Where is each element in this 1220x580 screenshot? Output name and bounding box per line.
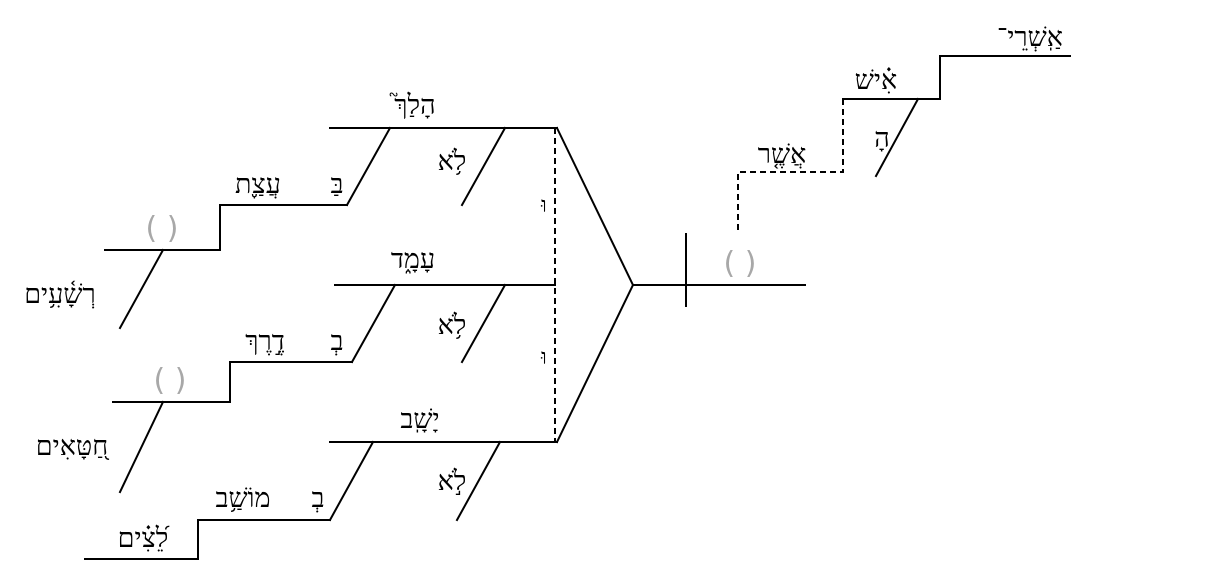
conj-vav-1: וּ — [540, 193, 547, 218]
word-halakh: הָלַךְ֮ — [389, 90, 435, 121]
word-lo-3: לֹ֣א — [438, 466, 467, 497]
ashrei-group: אַֽשְׁרֵי־ אִ֗ישׁ הָ אֲשֶׁ֤ר — [737, 22, 1071, 232]
phrase2-slant — [350, 283, 397, 364]
phrase1-slant — [345, 126, 392, 207]
word-moshav: מוֹשַׁ֥ב — [215, 483, 270, 514]
word-chataim: חַ֭טָּאִים — [36, 431, 110, 462]
word-be-3: בְ — [311, 483, 324, 514]
ha-modifier-line — [874, 97, 920, 178]
lo2-modifier-line — [460, 283, 507, 364]
word-lo-2: לֹ֥א — [438, 310, 467, 341]
phrase2-object-slant — [118, 400, 165, 494]
relative-connector — [737, 99, 844, 232]
placeholder-subject: ( ) — [724, 246, 757, 281]
phrase1-step — [104, 204, 348, 251]
word-asher: אֲשֶׁ֤ר — [758, 139, 807, 170]
branch-amad: עָמָ֑ד לֹ֥א דֶ֣רֶךְ בְ ( ) חַ֭טָּאִים — [36, 244, 556, 494]
fork-lower — [555, 283, 635, 444]
word-be-2: בְ — [330, 326, 343, 357]
phrase1-object-slant — [118, 248, 165, 330]
branch-yashav: יָשָֽׁב לֹ֣א מוֹשַׁ֥ב בְ לֵ֝צִ֗ים — [84, 404, 558, 560]
branch-halakh: הָלַךְ֮ לֹ֥א עֲצַ֪ת בַּ ( ) רְשָׁ֫עִ֥ים — [24, 90, 558, 330]
word-derekh: דֶ֣רֶךְ — [245, 326, 285, 357]
word-yashav: יָשָֽׁב — [400, 404, 439, 435]
phrase3-step — [84, 519, 331, 560]
phrase3-slant — [328, 440, 375, 522]
phrase2-step — [112, 361, 353, 403]
word-amad: עָמָ֑ד — [391, 244, 435, 275]
lo1-modifier-line — [460, 126, 507, 207]
word-ashrei: אַֽשְׁרֵי־ — [997, 22, 1063, 53]
fork-upper — [555, 126, 635, 287]
placeholder-mod-2: ( ) — [154, 363, 187, 398]
word-atsat: עֲצַ֪ת — [235, 169, 281, 200]
word-ba: בַּ — [330, 169, 343, 200]
main-clause: ( ) וּ וּ — [540, 126, 806, 444]
lo3-modifier-line — [455, 440, 502, 522]
conj-vav-2: וּ — [540, 345, 547, 370]
word-lo-1: לֹ֥א — [438, 146, 467, 177]
word-reshaim: רְשָׁ֫עִ֥ים — [24, 279, 96, 310]
word-ish: אִ֗ישׁ — [855, 65, 897, 96]
placeholder-mod-1: ( ) — [146, 211, 179, 246]
word-ha: הָ — [874, 123, 890, 154]
word-letsim: לֵ֝צִ֗ים — [118, 523, 170, 554]
